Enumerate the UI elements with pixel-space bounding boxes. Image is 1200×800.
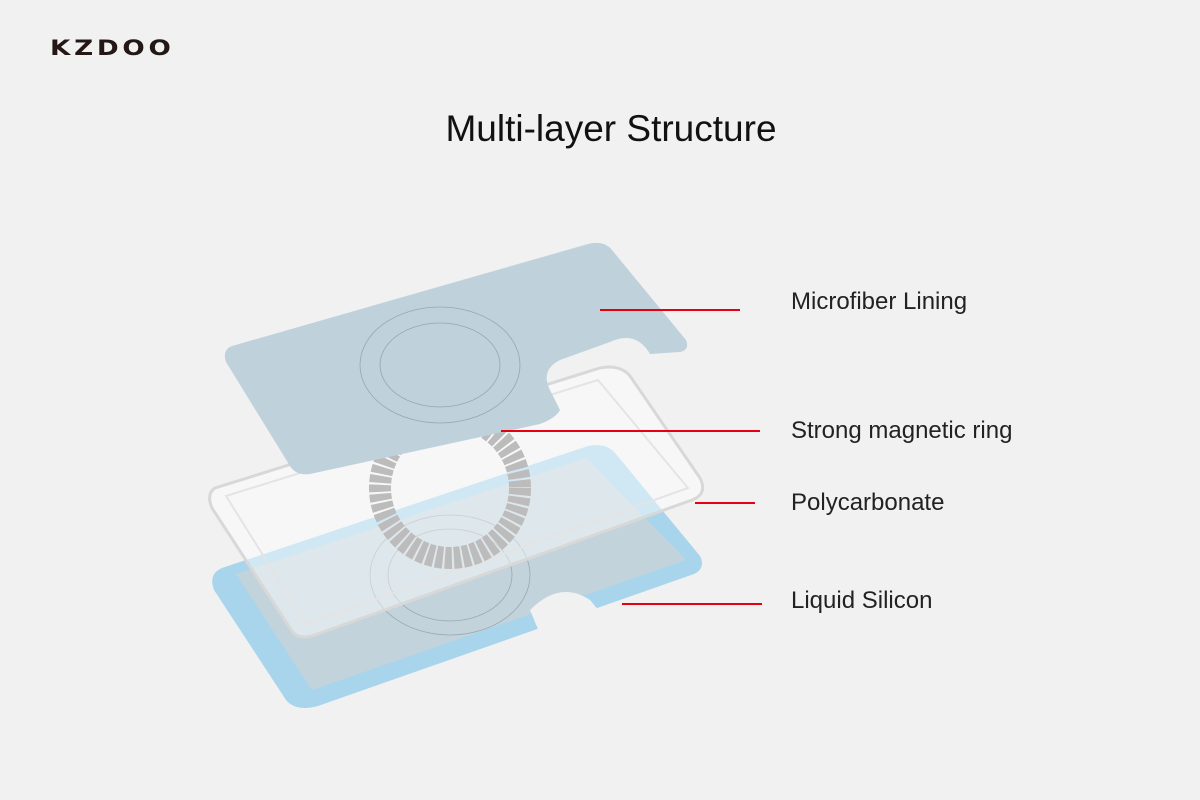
label-magnetic-ring: Strong magnetic ring bbox=[791, 417, 1013, 444]
label-polycarbonate: Polycarbonate bbox=[791, 489, 945, 516]
label-liquid-silicon: Liquid Silicon bbox=[791, 587, 933, 614]
microfiber-lining-layer bbox=[224, 242, 688, 475]
brand-logo: KZDOO bbox=[50, 36, 175, 60]
page-title: Multi-layer Structure bbox=[445, 108, 777, 149]
label-microfiber-lining: Microfiber Lining bbox=[791, 288, 968, 315]
liquid-silicon-layer bbox=[212, 445, 702, 708]
